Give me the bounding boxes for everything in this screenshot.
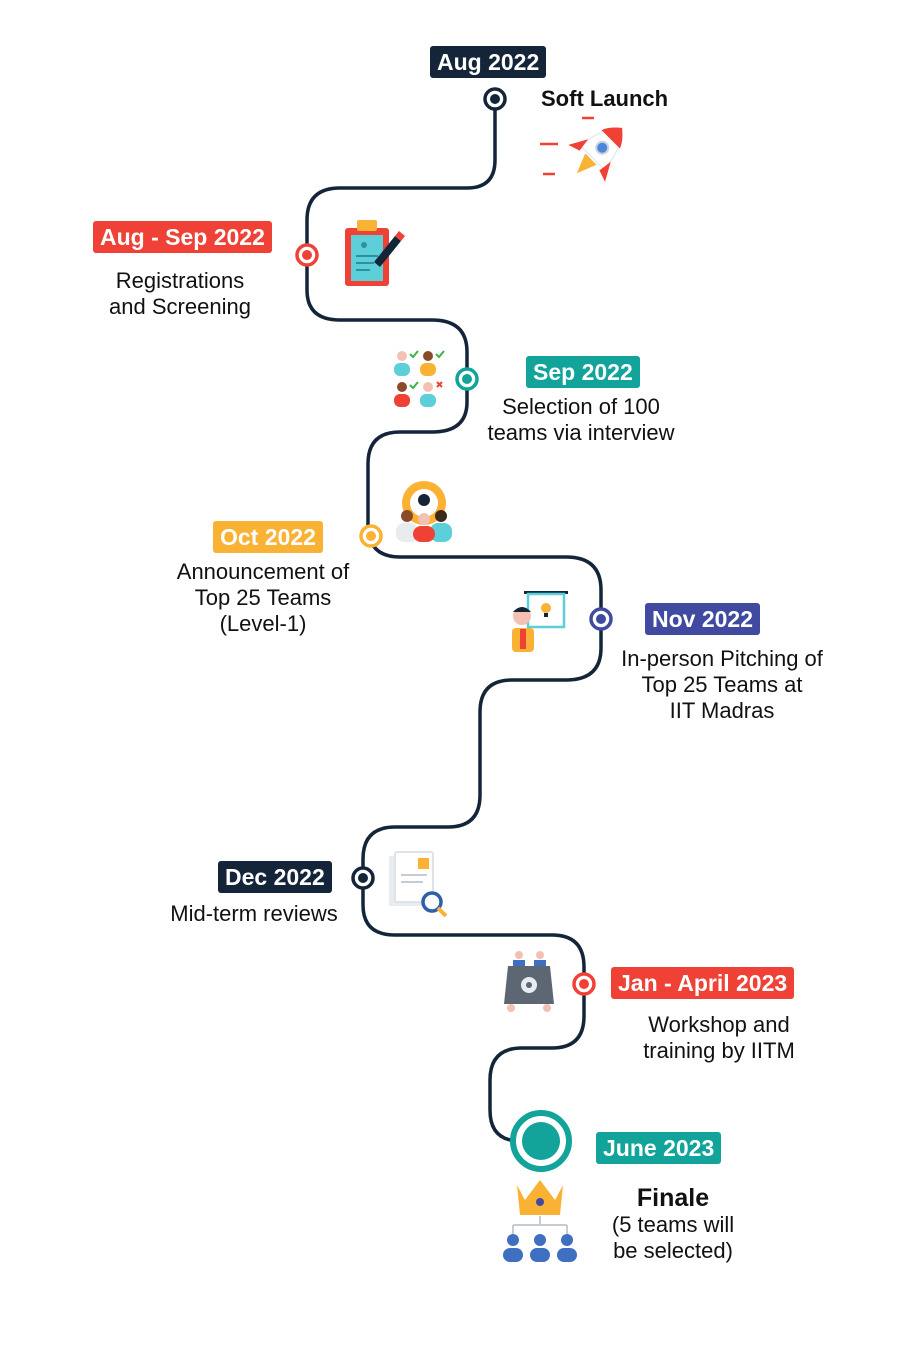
milestone-desc-midterm: Mid-term reviews xyxy=(170,901,338,926)
date-badge-june-2023: June 2023 xyxy=(596,1132,722,1164)
milestone-desc-pitching: In-person Pitching of Top 25 Teams at II… xyxy=(621,646,823,723)
rocket-icon xyxy=(540,116,623,182)
document-search-icon xyxy=(389,851,448,918)
milestone-desc-announcement: Announcement of Top 25 Teams (Level-1) xyxy=(176,559,350,636)
milestone-desc-workshop: Workshop and training by IITM xyxy=(643,1012,795,1063)
date-badge-aug-2022: Aug 2022 xyxy=(430,46,547,78)
date-badge-jan-april-2023: Jan - April 2023 xyxy=(611,967,795,999)
date-badge-sep-2022: Sep 2022 xyxy=(526,356,640,388)
date-badge-oct-2022: Oct 2022 xyxy=(213,521,323,553)
crown-hierarchy-icon xyxy=(503,1180,577,1262)
milestone-desc-finale: Finale (5 teams will be selected) xyxy=(600,1184,746,1264)
finale-title: Finale xyxy=(636,1184,710,1212)
milestone-desc-selection: Selection of 100 teams via interview xyxy=(487,394,675,445)
milestone-title-soft-launch: Soft Launch xyxy=(541,86,669,111)
date-badge-nov-2022: Nov 2022 xyxy=(645,603,761,635)
milestone-desc-registrations: Registrations and Screening xyxy=(109,268,251,319)
workshop-icon xyxy=(504,951,554,1012)
clipboard-icon xyxy=(345,220,405,286)
date-badge-aug-sep-2022: Aug - Sep 2022 xyxy=(93,221,272,253)
team-selection-icon xyxy=(394,350,445,407)
presenter-icon xyxy=(512,591,568,652)
team-gear-icon xyxy=(396,481,452,542)
date-badge-dec-2022: Dec 2022 xyxy=(218,861,332,893)
timeline-path xyxy=(305,99,603,1143)
